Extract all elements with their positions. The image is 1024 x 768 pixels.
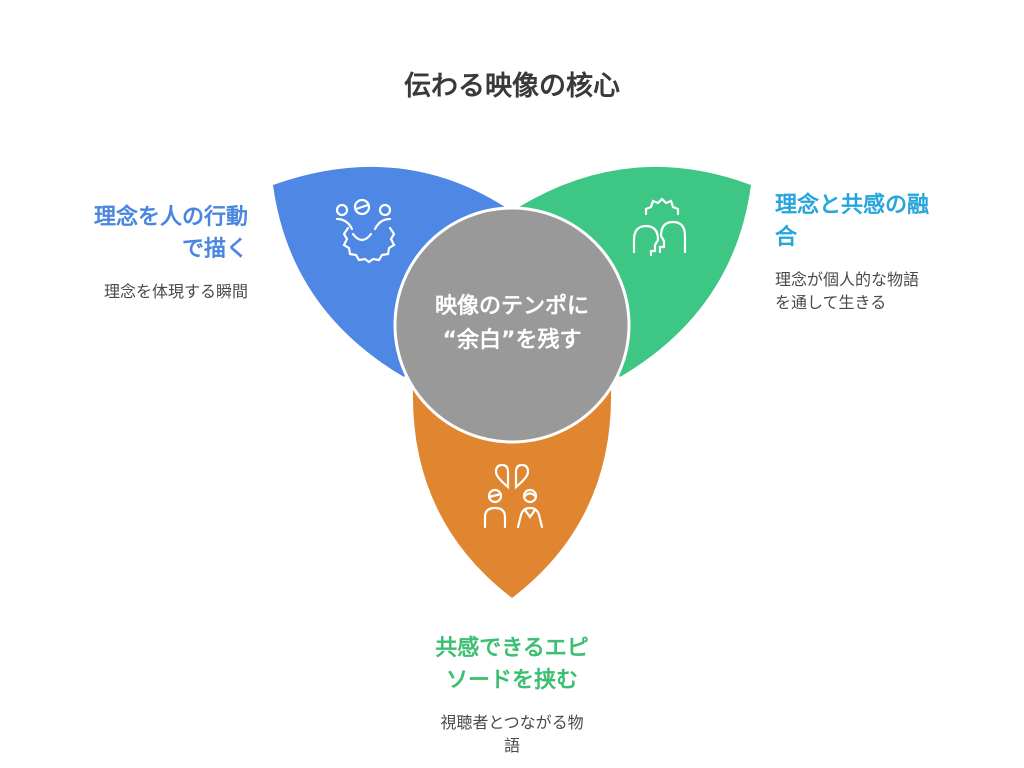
body-line: 理念を体現する瞬間 [103,282,248,301]
item-right: 理念と共感の融 合 理念が個人的な物語 を通して生きる [775,190,929,314]
two-heads-icon [632,197,687,257]
body-line: 理念が個人的な物語 [775,270,920,289]
item-body: 理念が個人的な物語 を通して生きる [775,268,929,314]
item-title: 共感できるエピ ソードを挟む [362,633,662,697]
team-gear-icon [335,198,396,264]
title-line: ソードを挟む [445,668,578,693]
item-left: 理念を人の行動 で描く 理念を体現する瞬間 [94,202,248,303]
item-title: 理念と共感の融 合 [775,190,929,254]
body-line: 視聴者とつながる物 [440,713,584,732]
center-label: 映像のテンポに “余白”を残す [395,290,629,358]
title-line: 合 [775,225,798,250]
title-line: 共感できるエピ [435,636,589,661]
two-people-conversation-icon [483,463,544,529]
center-line: 映像のテンポに [434,294,589,319]
item-body: 理念を体現する瞬間 [94,280,248,303]
item-body: 視聴者とつながる物 語 [362,711,662,757]
title-line: 理念を人の行動 [93,205,248,230]
petal-green [519,166,751,377]
body-line: を通して生きる [775,293,887,312]
body-line: 語 [503,736,520,755]
petal-blue [273,166,505,377]
petal-orange [412,388,612,598]
item-bottom: 共感できるエピ ソードを挟む 視聴者とつながる物 語 [362,633,662,757]
diagram-title: 伝わる映像の核心 [404,71,620,102]
center-line: “余白”を残す [442,328,582,353]
center-circle [393,206,631,444]
title-line: で描く [181,237,248,262]
item-title: 理念を人の行動 で描く [94,202,248,266]
title-line: 理念と共感の融 [775,193,930,218]
